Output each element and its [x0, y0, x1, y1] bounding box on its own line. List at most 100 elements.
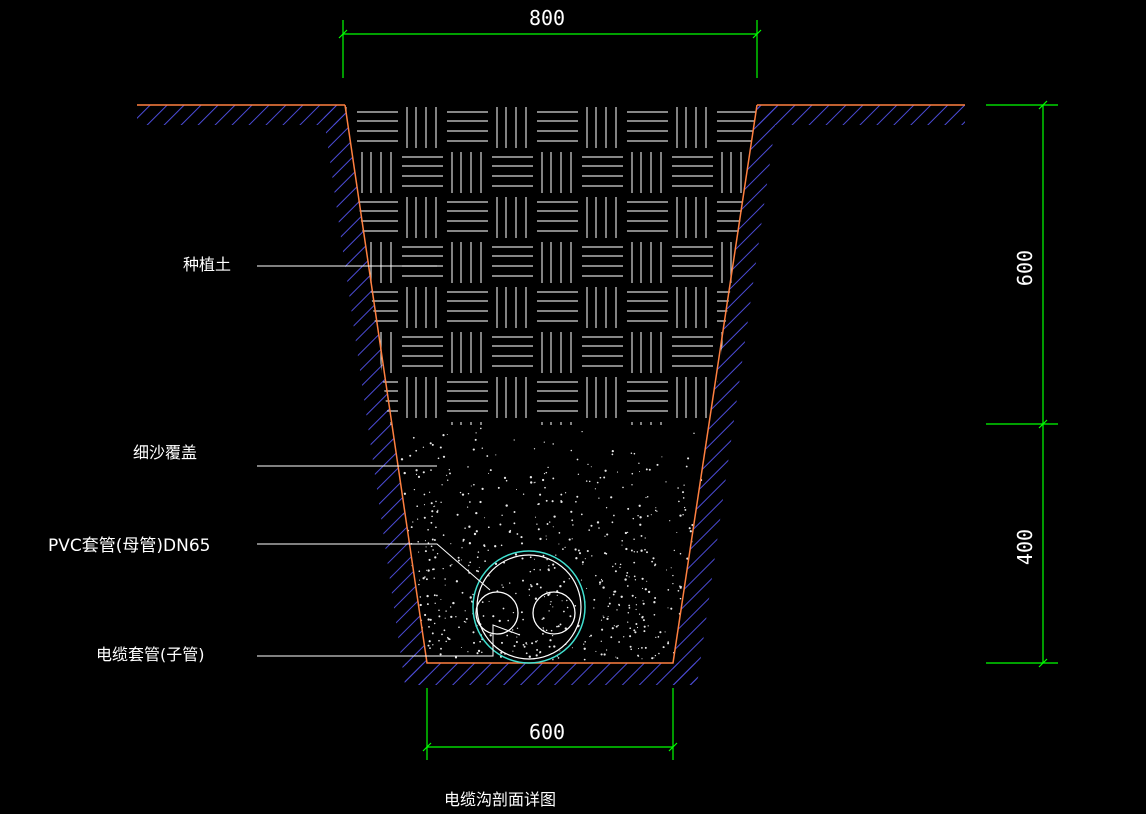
- sand-grain: [473, 641, 475, 644]
- sand-grain: [533, 448, 536, 450]
- sand-grain: [512, 629, 514, 631]
- sand-grain: [539, 569, 541, 571]
- sand-grain: [422, 471, 425, 474]
- dimension-bottom-width: [422, 688, 678, 760]
- sand-grain: [507, 619, 510, 622]
- sand-grain: [500, 544, 503, 547]
- sand-grain: [635, 608, 637, 611]
- sand-grain: [689, 530, 692, 533]
- sand-grain: [429, 618, 432, 621]
- sand-grain: [446, 433, 448, 436]
- sand-grain: [601, 628, 604, 631]
- sand-grain: [434, 505, 436, 507]
- sand-grain: [539, 493, 542, 496]
- sand-grain: [444, 584, 446, 586]
- sand-grain: [424, 550, 427, 553]
- sand-grain: [515, 640, 518, 644]
- sand-grain: [488, 575, 490, 577]
- sand-grain: [427, 618, 430, 621]
- sand-grain: [505, 504, 508, 507]
- sand-grain: [627, 507, 630, 510]
- sand-grain: [633, 538, 635, 541]
- sand-grain: [620, 595, 623, 598]
- sand-grain: [442, 455, 446, 458]
- sand-grain: [683, 484, 685, 486]
- sand-grain: [412, 521, 414, 523]
- sand-grain: [444, 617, 446, 619]
- sand-grain: [437, 457, 440, 460]
- sand-grain: [634, 631, 637, 634]
- sand-grain: [528, 594, 530, 596]
- sand-grain: [678, 500, 680, 503]
- sand-grain: [529, 556, 532, 559]
- sand-grain: [651, 657, 654, 660]
- sand-grain: [600, 619, 603, 621]
- sand-grain: [424, 540, 427, 542]
- sand-grain: [603, 476, 606, 479]
- sand-grain: [468, 525, 471, 528]
- sand-grain: [633, 575, 636, 578]
- sand-grain: [566, 599, 568, 602]
- dimension-top-width-value: 800: [529, 6, 565, 30]
- sand-grain: [541, 478, 545, 482]
- sand-grain: [430, 545, 433, 548]
- sand-grain: [644, 646, 647, 649]
- sand-grain: [569, 615, 572, 618]
- sand-grain: [558, 532, 561, 534]
- sand-grain: [652, 557, 655, 560]
- sand-grain: [605, 507, 608, 509]
- sand-grain: [546, 591, 548, 593]
- sand-grain: [578, 552, 582, 555]
- sand-grain: [638, 462, 640, 465]
- sand-grain: [575, 500, 577, 503]
- sand-grain: [611, 627, 614, 630]
- sand-grain: [641, 647, 643, 649]
- sand-grain: [548, 592, 551, 595]
- sand-grain: [644, 537, 646, 539]
- sand-grain: [469, 501, 471, 503]
- sand-grain: [476, 556, 479, 559]
- sand-grain: [624, 531, 628, 535]
- sand-grain: [448, 469, 450, 471]
- sand-grain: [563, 610, 565, 613]
- sand-grain: [445, 610, 447, 612]
- sand-grain: [606, 617, 609, 621]
- sand-grain: [475, 511, 478, 515]
- sand-grain: [531, 642, 534, 645]
- sand-grain: [655, 507, 657, 509]
- sand-grain: [572, 524, 574, 526]
- sand-grain: [556, 594, 558, 596]
- sand-grain: [641, 577, 644, 580]
- sand-grain: [607, 615, 609, 618]
- sand-grain: [610, 496, 613, 499]
- sand-grain: [536, 523, 538, 525]
- sand-grain: [667, 642, 670, 645]
- sand-grain: [662, 646, 665, 649]
- sand-grain: [665, 481, 667, 483]
- sand-grain: [557, 625, 560, 628]
- sand-grain: [473, 532, 477, 536]
- sand-grain: [460, 647, 462, 648]
- sand-grain: [456, 513, 459, 516]
- sand-grain: [636, 626, 639, 629]
- sand-grain: [639, 523, 642, 526]
- sand-grain: [536, 582, 539, 586]
- sand-grain: [646, 580, 648, 582]
- sand-grain: [550, 629, 553, 632]
- pvc-mother-pipe-outer: [472, 550, 586, 664]
- sand-grain: [539, 651, 541, 654]
- sand-grain: [574, 548, 577, 551]
- sand-grain: [502, 607, 505, 610]
- sand-grain: [595, 574, 597, 577]
- sand-grain: [693, 432, 695, 435]
- sand-grain: [643, 630, 646, 633]
- sand-grain: [661, 456, 663, 458]
- sand-grain: [552, 443, 554, 445]
- sand-grain: [441, 484, 443, 486]
- sand-grain: [423, 516, 426, 519]
- sand-grain: [682, 491, 684, 494]
- sand-grain: [468, 564, 470, 567]
- sand-grain: [502, 586, 504, 589]
- sand-grain: [679, 586, 682, 589]
- sand-grain: [503, 476, 507, 480]
